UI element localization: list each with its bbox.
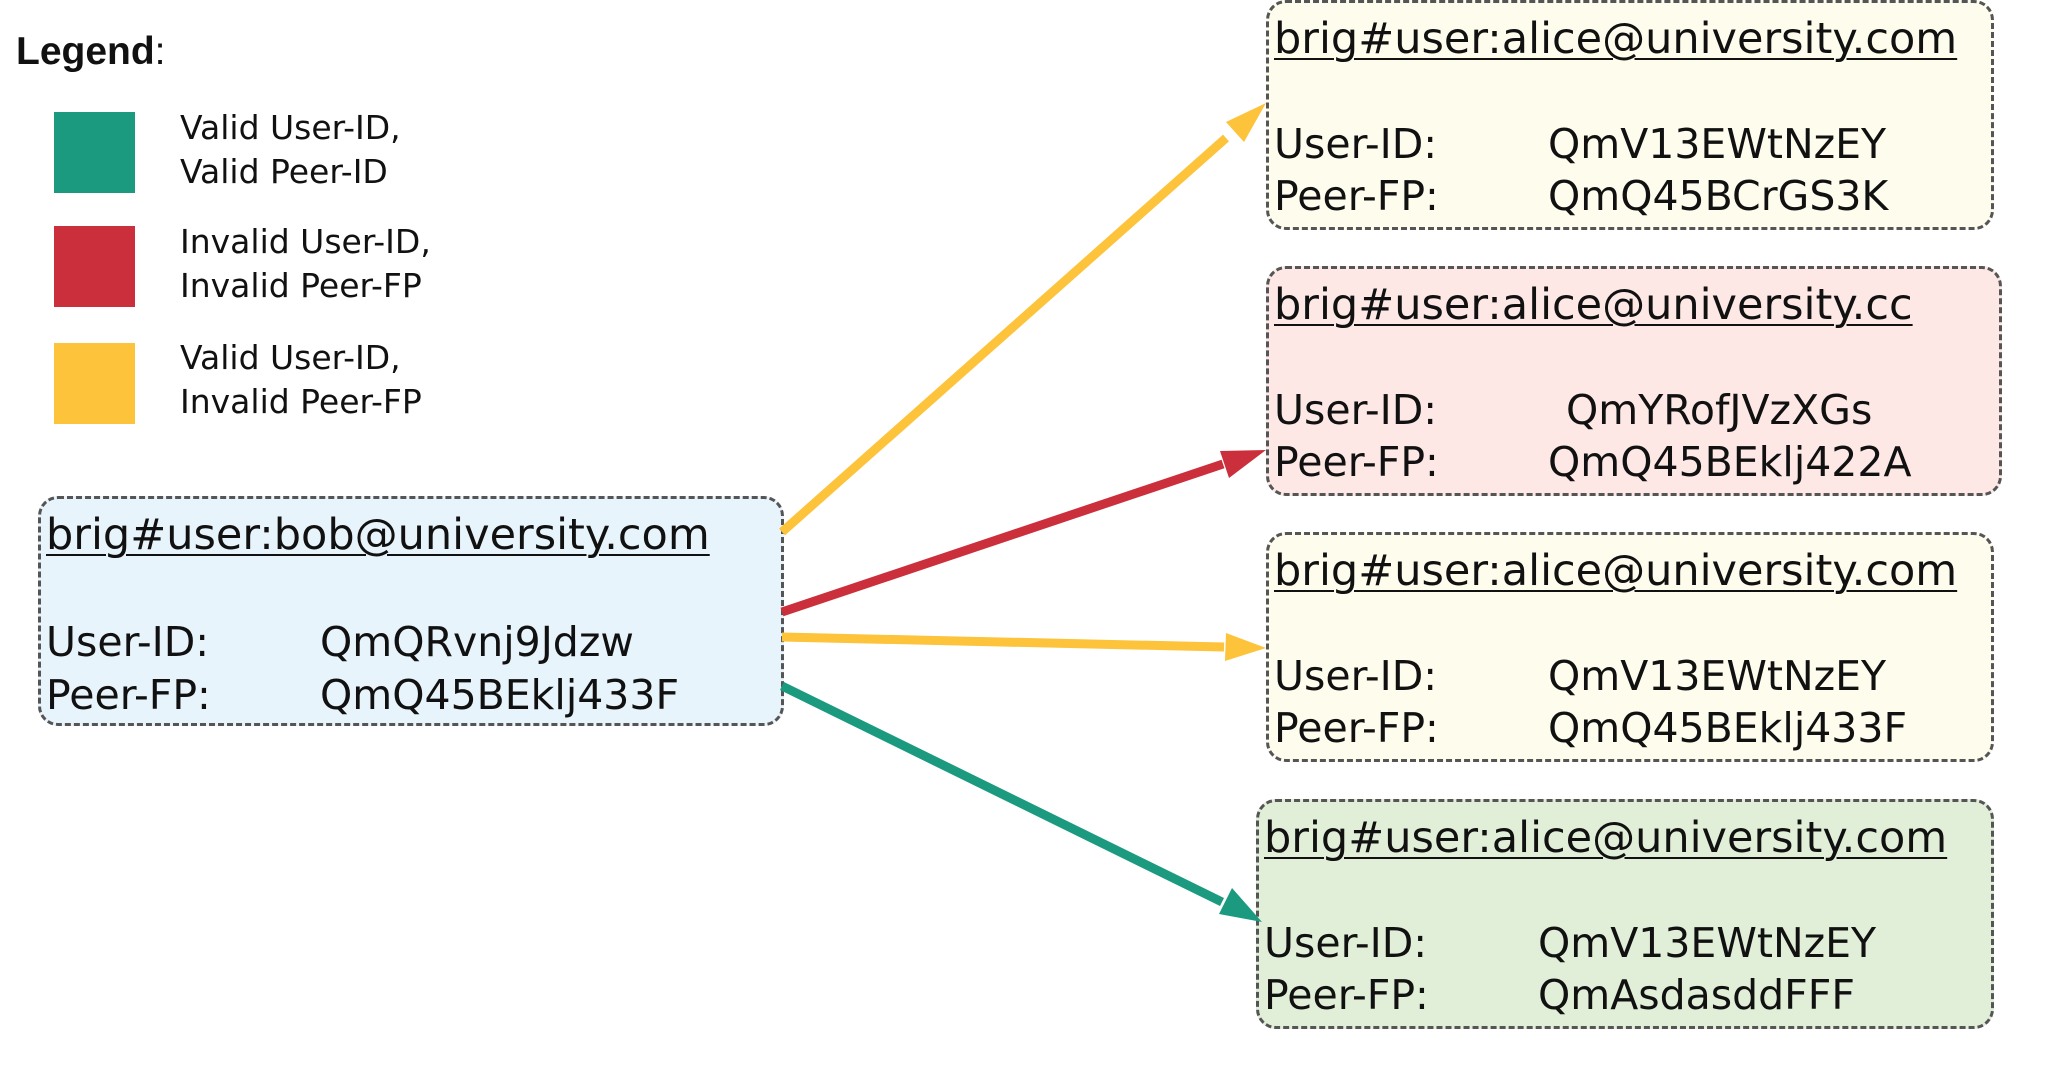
peer-fp-label: Peer-FP: [1274, 704, 1439, 752]
legend-swatch-invalid [54, 226, 135, 307]
target-user-id-row: User-ID: QmV13EWtNzEY [1264, 918, 1876, 968]
user-id-value: QmV13EWtNzEY [1548, 120, 1887, 168]
target-peer-fp-row: Peer-FP: QmQ45BCrGS3K [1274, 171, 1888, 221]
legend-item-partial: Valid User-ID, Invalid Peer-FP [180, 336, 422, 424]
target-identity-box: brig#user:alice@university.cc User-ID: Qm… [1266, 266, 2002, 496]
peer-fp-value: QmAsdasddFFF [1538, 971, 1855, 1019]
peer-fp-label: Peer-FP: [46, 671, 211, 719]
peer-fp-label: Peer-FP: [1274, 438, 1439, 486]
user-id-label: User-ID: [1274, 652, 1438, 700]
target-identity-box: brig#user:alice@university.com User-ID: Q… [1266, 0, 1994, 230]
legend-item-line: Valid User-ID, [180, 108, 401, 147]
source-peer-fp-row: Peer-FP: QmQ45BEklj433F [46, 670, 679, 720]
peer-fp-value: QmQ45BEklj433F [320, 671, 680, 719]
user-id-value: QmV13EWtNzEY [1538, 919, 1877, 967]
target-peer-fp-row: Peer-FP: QmQ45BEklj433F [1274, 703, 1907, 753]
peer-fp-value: QmQ45BCrGS3K [1548, 172, 1889, 220]
target-identity-name: brig#user:alice@university.com [1274, 546, 1958, 596]
arrow-to-target-4 [780, 681, 1262, 922]
target-identity-name: brig#user:alice@university.cc [1274, 280, 1913, 330]
user-id-value: QmYRofJVzXGs [1566, 386, 1873, 434]
target-identity-name: brig#user:alice@university.com [1264, 813, 1948, 863]
target-peer-fp-row: Peer-FP: QmAsdasddFFF [1264, 970, 1855, 1020]
source-user-id-row: User-ID: QmQRvnj9Jdzw [46, 617, 634, 667]
legend-item-line: Valid User-ID, [180, 338, 401, 377]
legend-item-line: Invalid Peer-FP [180, 382, 422, 421]
source-identity-name: brig#user:bob@university.com [46, 510, 710, 560]
target-user-id-row: User-ID: QmV13EWtNzEY [1274, 651, 1886, 701]
target-identity-name: brig#user:alice@university.com [1274, 14, 1958, 64]
legend-title-text: Legend [16, 30, 155, 73]
target-user-id-row: User-ID: QmYRofJVzXGs [1274, 385, 1872, 435]
user-id-value: QmV13EWtNzEY [1548, 652, 1887, 700]
legend-swatch-valid [54, 112, 135, 193]
arrow-to-target-2 [780, 450, 1266, 617]
legend-item-invalid: Invalid User-ID, Invalid Peer-FP [180, 220, 431, 308]
peer-fp-label: Peer-FP: [1264, 971, 1429, 1019]
target-identity-box: brig#user:alice@university.com User-ID: Q… [1266, 532, 1994, 762]
legend-item-line: Valid Peer-ID [180, 152, 388, 191]
user-id-label: User-ID: [1264, 919, 1428, 967]
arrow-to-target-1 [779, 103, 1266, 536]
legend-title: Legend: [16, 28, 166, 76]
legend-swatch-partial [54, 343, 135, 424]
peer-fp-value: QmQ45BEklj422A [1548, 438, 1912, 486]
arrow-to-target-3 [781, 632, 1266, 661]
target-user-id-row: User-ID: QmV13EWtNzEY [1274, 119, 1886, 169]
user-id-label: User-ID: [1274, 386, 1438, 434]
peer-fp-value: QmQ45BEklj433F [1548, 704, 1908, 752]
user-id-label: User-ID: [1274, 120, 1438, 168]
target-peer-fp-row: Peer-FP: QmQ45BEklj422A [1274, 437, 1912, 487]
target-identity-box: brig#user:alice@university.com User-ID: Q… [1256, 799, 1994, 1029]
peer-fp-label: Peer-FP: [1274, 172, 1439, 220]
source-identity-box: brig#user:bob@university.com User-ID: QmQ… [38, 496, 784, 726]
legend-item-line: Invalid User-ID, [180, 222, 431, 261]
legend-item-valid: Valid User-ID, Valid Peer-ID [180, 106, 401, 194]
legend-item-line: Invalid Peer-FP [180, 266, 422, 305]
user-id-label: User-ID: [46, 618, 210, 666]
legend-title-colon: : [154, 30, 166, 73]
user-id-value: QmQRvnj9Jdzw [320, 618, 634, 666]
